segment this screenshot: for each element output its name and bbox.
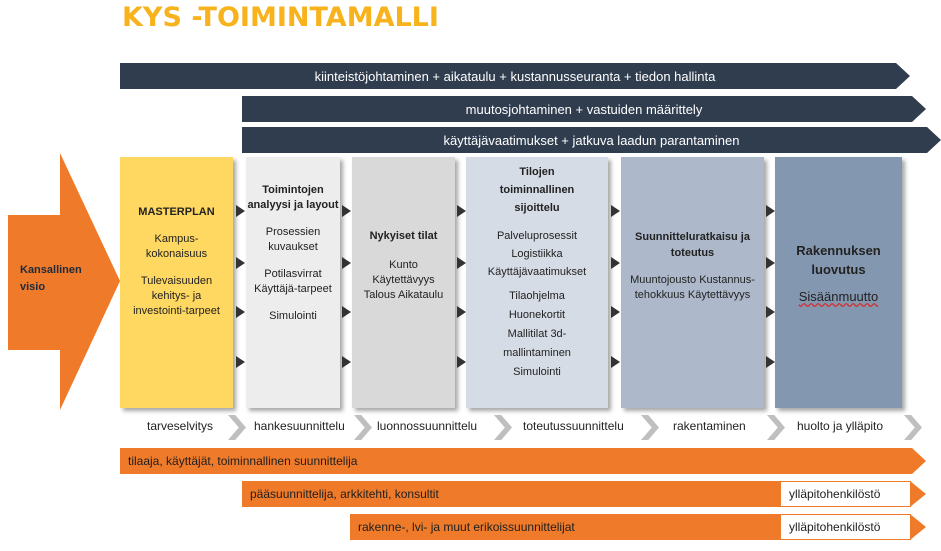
connector-arrow-icon [457,356,466,368]
masterplan-line: Kampus-kokonaisuus [145,233,208,260]
connector-arrow-icon [766,257,775,269]
stage-label: tarveselvitys [147,419,214,433]
stage-label: rakentaminen [673,419,746,433]
connector-arrow-icon [766,205,775,217]
analysis-line: Simulointi [269,310,317,322]
connector-arrow-icon [766,306,775,318]
handover-line: Sisäänmuutto [798,289,879,304]
role-band-client: tilaaja, käyttäjät, toiminnallinen suunn… [120,448,926,474]
analysis-line: Prosessien kuvaukset [265,226,321,253]
connector-arrow-icon [342,356,351,368]
maintenance-box: ylläpitohenkilöstö [780,514,911,540]
connector-arrow-icon [342,205,351,217]
handover-heading: Rakennuksen luovutus [796,243,881,277]
role-specialists-label: rakenne-, lvi- ja muut erikoissuunnittel… [358,520,575,534]
connector-arrow-icon [236,306,245,318]
placement-line: Tilaohjelma Huonekortit Mallitilat 3d-ma… [503,290,571,378]
connector-arrow-icon [611,205,620,217]
connector-arrow-icon [611,356,620,368]
role-band-specialists: rakenne-, lvi- ja muut erikoissuunnittel… [350,514,780,540]
connector-arrow-icon [342,257,351,269]
role-client-label: tilaaja, käyttäjät, toiminnallinen suunn… [128,454,358,468]
analysis-line: Potilasvirrat Käyttäjä-tarpeet [254,268,332,295]
connector-arrow-icon [342,306,351,318]
column-masterplan: MASTERPLAN Kampus-kokonaisuus Tulevaisuu… [120,157,233,408]
connector-arrow-icon [611,306,620,318]
current-spaces-heading: Nykyiset tilat [369,230,438,242]
analysis-heading: Toimintojen analyysi ja layout [247,184,339,211]
connector-arrow-icon [236,257,245,269]
page-title: KYS -TOIMINTAMALLI [122,2,439,33]
maintenance-box: ylläpitohenkilöstö [780,481,911,507]
band-management: kiinteistöjohtaminen + aikataulu + kusta… [120,63,910,89]
maintenance-label: ylläpitohenkilöstö [789,520,881,534]
connector-arrow-icon [766,356,775,368]
connector-arrow-icon [457,306,466,318]
stage-label: luonnossuunnittelu [377,419,478,433]
band-requirements: käyttäjävaatimukset + jatkuva laadun par… [242,127,941,153]
stage-label: huolto ja ylläpito [797,419,884,433]
chevron-right-icon [354,415,372,440]
role-arrow-head-icon [910,481,926,507]
chevron-right-icon [641,415,659,440]
band-change: muutosjohtaminen + vastuiden määrittely [242,96,926,122]
connector-arrow-icon [236,356,245,368]
chevron-right-icon [228,415,246,440]
band-change-label: muutosjohtaminen + vastuiden määrittely [465,101,703,117]
current-spaces-line: Kunto Käytettävyys Talous Aikataulu [363,259,444,301]
chevron-right-icon [767,415,785,440]
maintenance-label: ylläpitohenkilöstö [789,487,881,501]
vision-label: Kansallinen visio [20,264,82,293]
masterplan-heading: MASTERPLAN [138,206,215,218]
role-band-main-designer: pääsuunnittelija, arkkitehti, konsultit [242,481,780,507]
connector-arrow-icon [611,257,620,269]
column-placement: Tilojen toiminnallinen sijoittelu Palvel… [466,157,608,408]
connector-arrow-icon [457,257,466,269]
band-management-label: kiinteistöjohtaminen + aikataulu + kusta… [314,68,716,84]
role-main-designer-label: pääsuunnittelija, arkkitehti, konsultit [250,487,439,501]
column-handover: Rakennuksen luovutus Sisäänmuutto [775,157,902,408]
design-line: Muuntojousto Kustannus-tehokkuus Käytett… [630,274,755,301]
band-requirements-label: käyttäjävaatimukset + jatkuva laadun par… [443,132,740,148]
connector-arrow-icon [457,205,466,217]
placement-heading: Tilojen toiminnallinen sijoittelu [499,166,575,214]
masterplan-line: Tulevaisuuden kehitys- ja investointi-ta… [133,275,220,317]
placement-line: Palveluprosessit Logistiikka Käyttäjävaa… [487,230,587,278]
chevron-right-icon [904,415,922,440]
stage-label: toteutussuunnittelu [523,419,624,433]
column-current-spaces: Nykyiset tilat Kunto Käytettävyys Talous… [352,157,455,408]
column-design: Suunnitteluratkaisu ja toteutus Muuntojo… [621,157,764,408]
stage-label: hankesuunnittelu [254,419,345,433]
chevron-right-icon [494,415,512,440]
design-heading: Suunnitteluratkaisu ja toteutus [635,231,750,259]
role-arrow-head-icon [910,514,926,540]
column-analysis: Toimintojen analyysi ja layout Prosessie… [246,157,340,408]
connector-arrow-icon [236,205,245,217]
